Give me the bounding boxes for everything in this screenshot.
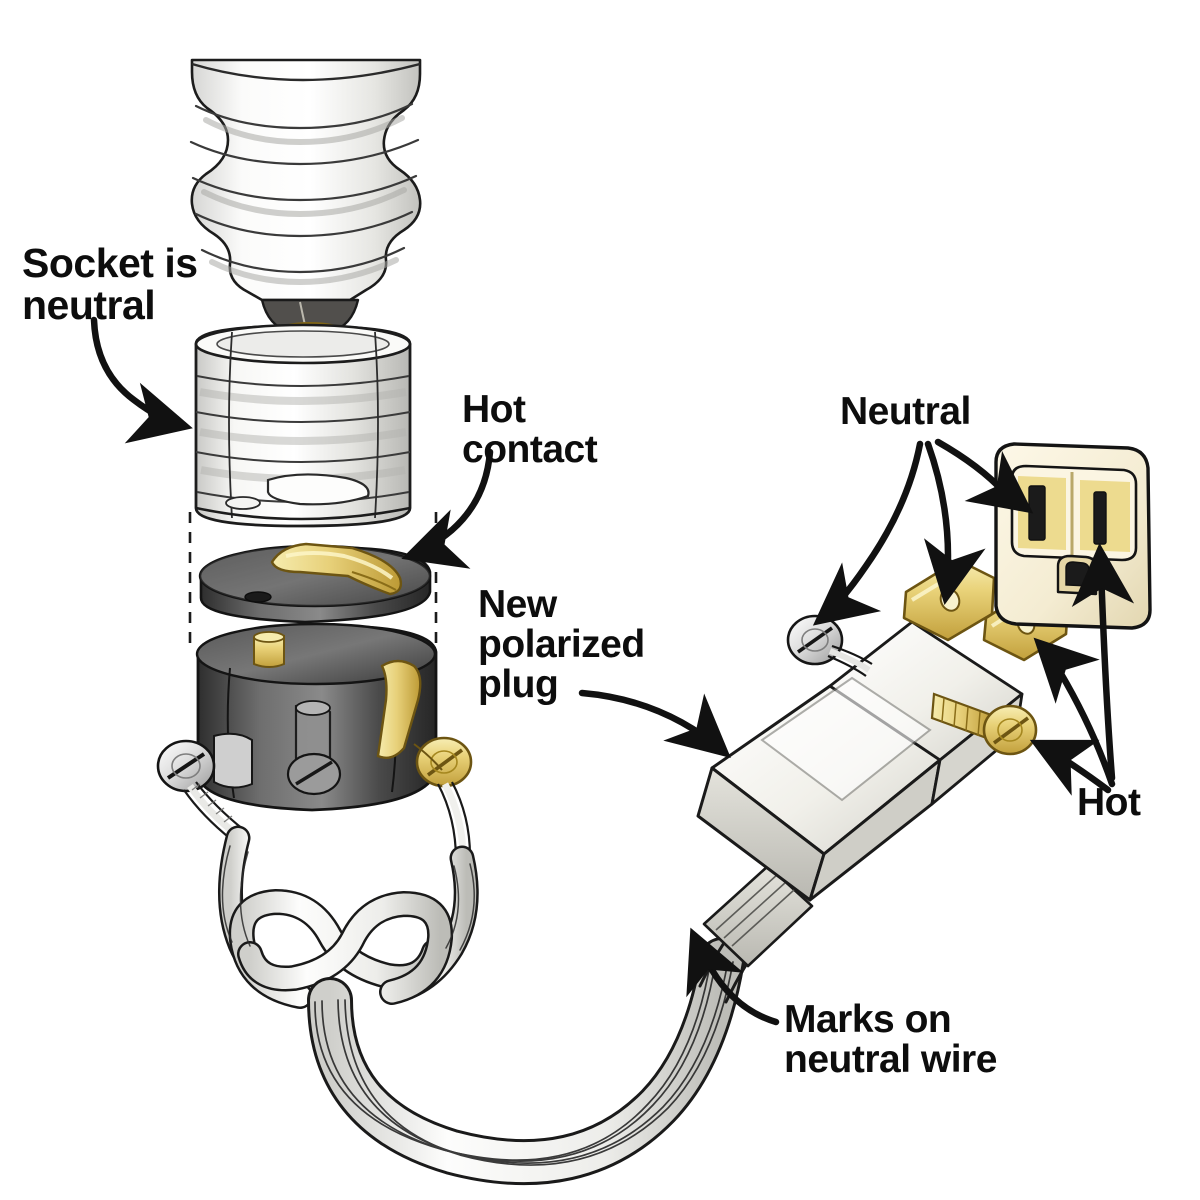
label-hot-contact: Hot contact <box>462 388 598 471</box>
arrow-marks-on-wire <box>686 927 780 1026</box>
arrow-hot-to-slot <box>1071 542 1135 782</box>
arrow-neutral-to-slot <box>934 438 1034 514</box>
arrow-neutral-to-screw <box>812 440 924 626</box>
socket-cap-with-hot-contact <box>198 542 432 624</box>
lamp-cord <box>217 825 774 1186</box>
wall-receptacle <box>994 442 1152 630</box>
hot-narrow-slot <box>1093 491 1107 545</box>
arrow-hot-to-blade <box>1033 637 1116 788</box>
plug-brass-screw <box>930 692 1038 756</box>
socket-body <box>156 622 473 861</box>
leader-arrows <box>90 316 1135 1026</box>
label-new-polarized-plug: New polarized plug <box>478 583 645 706</box>
plug-silver-screw <box>786 614 873 677</box>
silver-neutral-screw <box>156 732 253 841</box>
neutral-wide-slot <box>1028 485 1046 541</box>
brass-post <box>253 631 285 668</box>
light-bulb <box>189 58 422 342</box>
arrow-hot-contact <box>401 448 494 569</box>
label-neutral: Neutral <box>840 390 971 433</box>
hot-contact-tab <box>270 542 403 596</box>
label-socket-is-neutral: Socket is neutral <box>22 240 198 328</box>
socket-cap-hole <box>244 591 272 603</box>
arrow-new-polarized-plug <box>578 689 731 758</box>
socket-shell <box>194 323 412 528</box>
brass-hot-screw <box>376 659 473 861</box>
arrow-socket-neutral <box>90 316 193 444</box>
label-hot: Hot <box>1077 781 1141 824</box>
arrow-hot-to-screw <box>1029 739 1112 796</box>
ground-hole <box>1065 561 1090 587</box>
arrow-neutral-to-blade <box>923 440 986 605</box>
label-marks-on-neutral-wire: Marks on neutral wire <box>784 998 997 1081</box>
